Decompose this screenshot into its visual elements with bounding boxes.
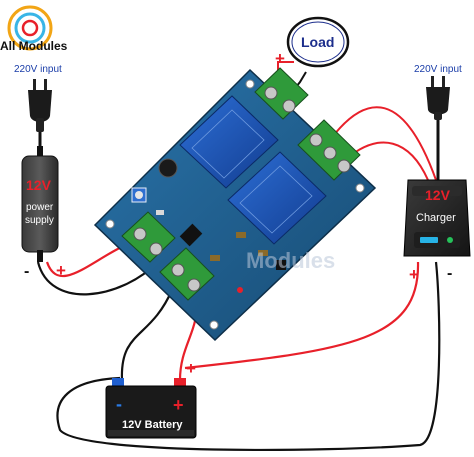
terminal-load-output [254, 67, 309, 120]
load-callout: Load [286, 16, 350, 68]
battery-label: 12V Battery [122, 419, 183, 431]
wire-charger-positive [184, 261, 420, 370]
label-input-left: 220V input [14, 64, 62, 75]
relay-1 [179, 95, 279, 189]
capacitor [158, 158, 178, 178]
battery: - + 12V Battery [105, 378, 197, 439]
ps-minus-label: - [24, 263, 29, 280]
battery-plus-sign: + [173, 395, 184, 415]
brand-logo: All Modules [0, 5, 68, 53]
ps-plus-label: + [56, 261, 66, 280]
ps-voltage: 12V [26, 177, 52, 193]
terminal-charger-output [297, 119, 361, 181]
ic-chip [179, 223, 203, 247]
charger: 12V Charger [403, 179, 471, 257]
load-plus-label: + [275, 49, 285, 68]
power-supply: 12V power supply [21, 146, 59, 262]
battery-plus-wire-label: + [186, 359, 196, 378]
terminal-battery-input [159, 247, 215, 301]
wire-charger-negative [56, 261, 441, 452]
charger-plus-label: + [409, 265, 419, 284]
load-label: Load [301, 34, 334, 50]
battery-minus-sign: - [116, 394, 122, 414]
ps-line1: power [26, 202, 54, 213]
ps-line2: supply [25, 215, 54, 226]
charger-name: Charger [416, 212, 456, 224]
charger-voltage: 12V [425, 187, 451, 203]
plug-right-icon [426, 76, 450, 120]
relay-2 [227, 151, 327, 245]
wire-output-to-charger-1 [329, 106, 437, 181]
plug-left-icon [28, 79, 52, 132]
brand-name: All Modules [0, 39, 68, 53]
watermark: Modules [246, 248, 335, 273]
wire-battery-negative [120, 289, 174, 381]
label-input-right: 220V input [414, 64, 462, 75]
wire-ps-negative [36, 261, 159, 296]
terminal-power-input [121, 211, 176, 263]
control-board [93, 68, 377, 342]
charger-minus-label: - [447, 265, 452, 282]
